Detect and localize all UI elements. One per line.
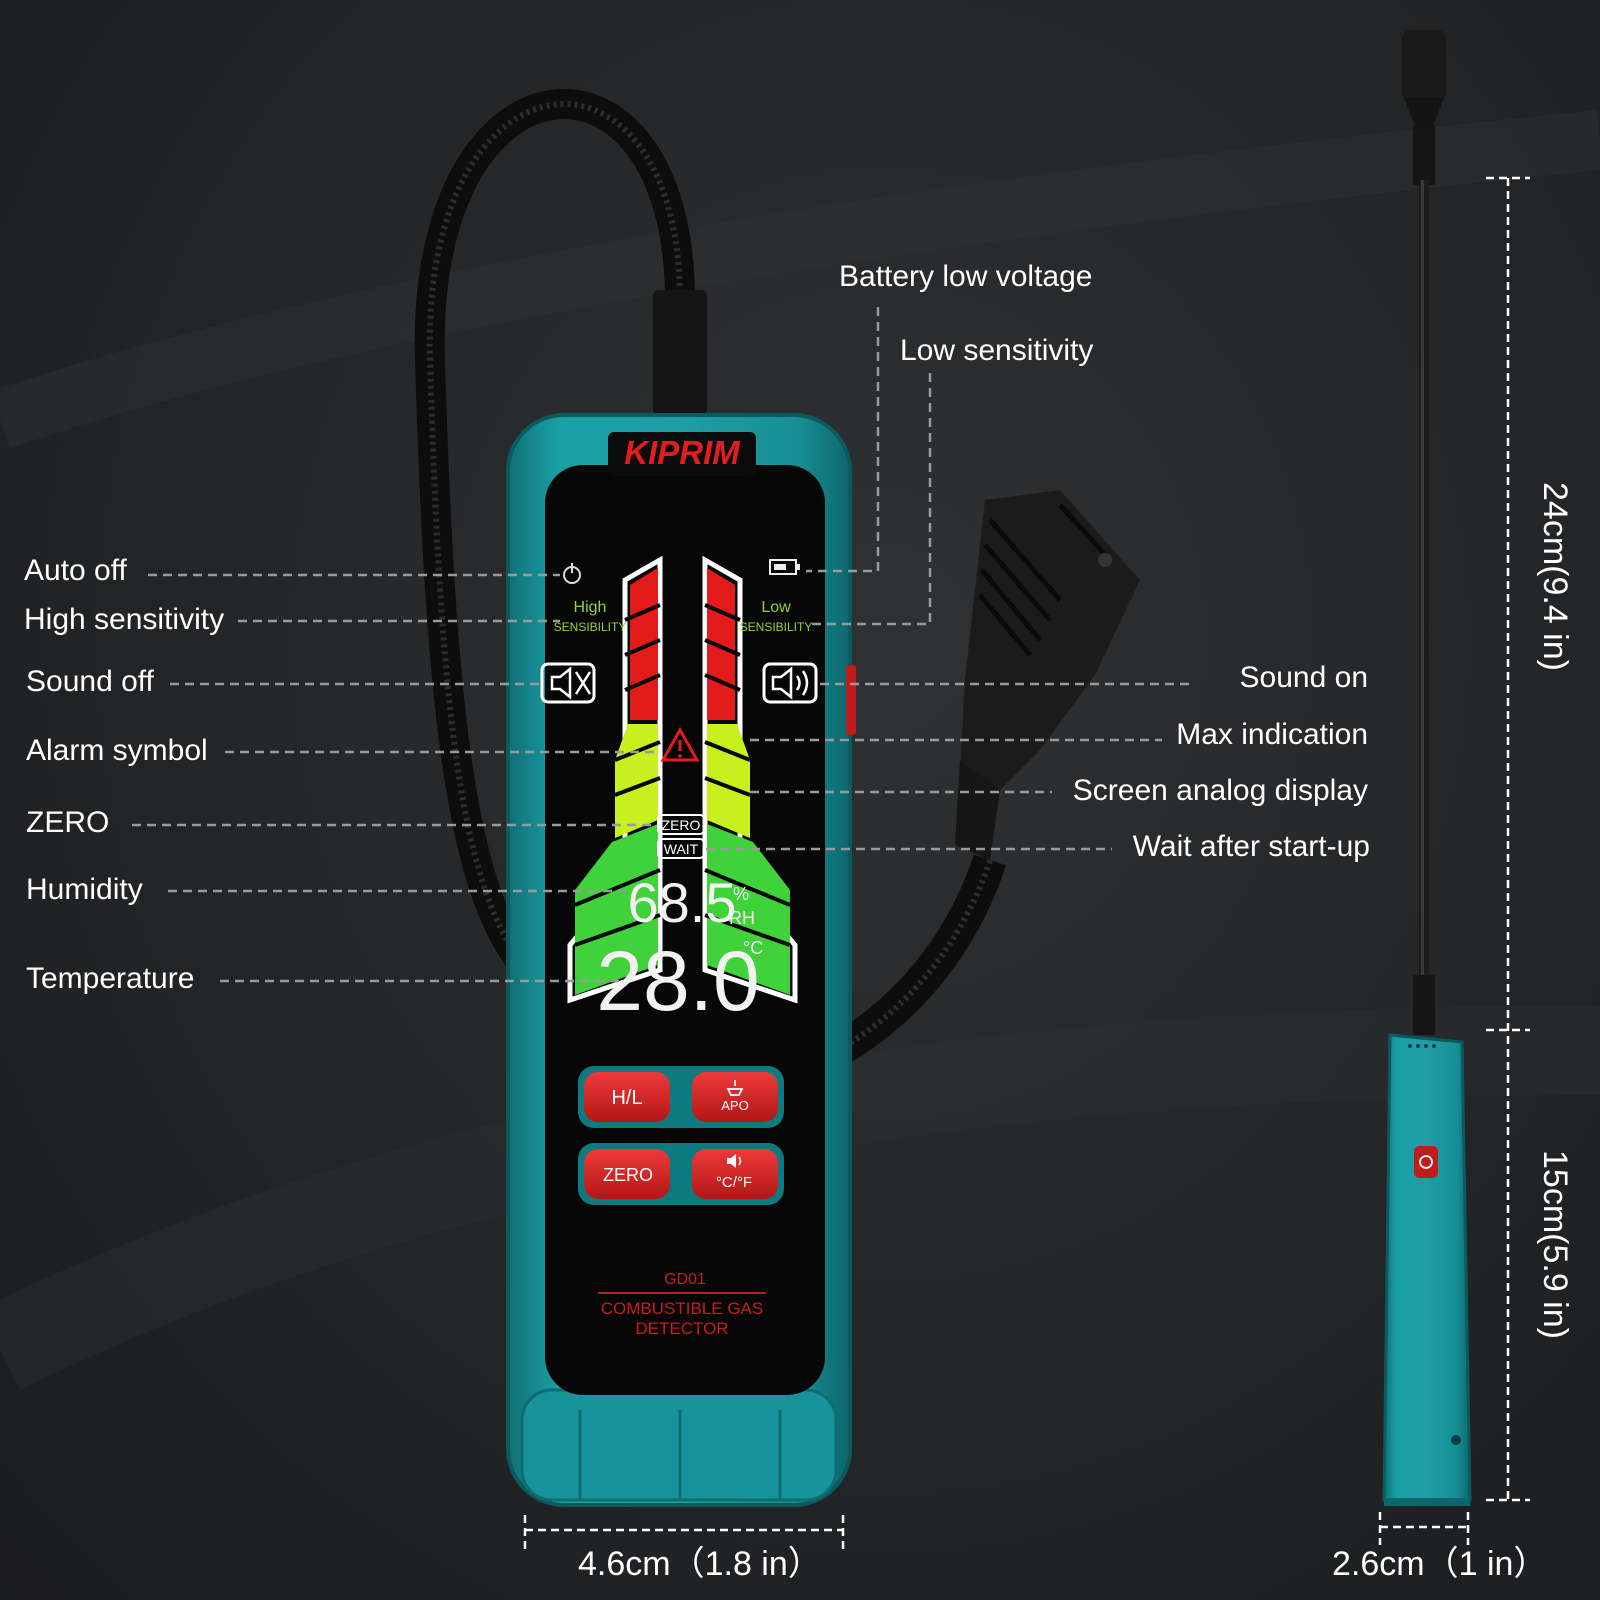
wait-indicator: WAIT <box>664 841 699 857</box>
callout-humidity: Humidity <box>26 873 143 906</box>
alarm-triangle-icon <box>660 726 700 762</box>
side-button <box>846 665 856 735</box>
cf-button[interactable]: °C/°F <box>716 1174 752 1191</box>
callout-sound-on: Sound on <box>1239 661 1368 694</box>
battery-icon <box>769 559 800 575</box>
humidity-unit-rh: RH <box>729 908 755 928</box>
side-view-device <box>1382 30 1472 1506</box>
low-label: Low <box>761 599 791 616</box>
model-label: GD01 <box>664 1271 706 1288</box>
background-swoosh <box>0 110 1600 449</box>
sound-on-icon <box>762 662 818 704</box>
cf-button-shape <box>692 1149 778 1199</box>
hl-button-shape <box>584 1072 670 1122</box>
product-name-line2: DETECTOR <box>635 1319 728 1338</box>
brand-logo: KIPRIM <box>624 434 741 471</box>
wait-tag-frame <box>657 838 705 859</box>
dimension-depth: 2.6cm（1 in） <box>1332 1545 1548 1583</box>
zero-button-shape <box>584 1149 670 1199</box>
zero-tag-frame <box>657 814 705 835</box>
high-label: High <box>574 599 607 616</box>
temperature-readout: 28.0 <box>596 934 760 1028</box>
hl-button[interactable]: H/L <box>611 1087 642 1109</box>
apo-icon <box>726 1080 744 1096</box>
hose-collar <box>653 290 707 415</box>
speaker-mini-icon <box>727 1154 742 1168</box>
side-power-button <box>1414 1146 1438 1178</box>
callout-high-sensitivity: High sensitivity <box>24 603 225 636</box>
humidity-readout: 68.5 <box>628 871 737 934</box>
dimension-probe-length: 24cm(9.4 in) <box>1536 482 1574 671</box>
dimension-body-length: 15cm(5.9 in) <box>1536 1150 1574 1339</box>
zero-button[interactable]: ZERO <box>603 1165 653 1185</box>
zero-indicator: ZERO <box>662 817 701 833</box>
product-name-line1: COMBUSTIBLE GAS <box>601 1299 763 1318</box>
temperature-unit: °C <box>743 938 763 958</box>
high-sensibility-label: SENSIBILITY <box>554 620 627 634</box>
dimension-lines <box>523 176 1530 1550</box>
callout-battery-low-voltage: Battery low voltage <box>839 260 1093 293</box>
callout-zero: ZERO <box>26 806 110 839</box>
callout-screen-analog-display: Screen analog display <box>1072 774 1368 807</box>
callout-alarm-symbol: Alarm symbol <box>26 734 208 767</box>
power-icon <box>563 563 581 584</box>
sensor-probe-head <box>955 490 1140 860</box>
callout-sound-off: Sound off <box>26 665 154 698</box>
sound-off-icon <box>540 662 596 704</box>
callout-leader-lines <box>132 307 1195 983</box>
apo-button-shape <box>692 1072 778 1122</box>
humidity-unit-percent: % <box>733 884 749 904</box>
callout-wait-after-start-up: Wait after start-up <box>1132 830 1370 863</box>
dimension-width: 4.6cm（1.8 in） <box>578 1545 822 1583</box>
callout-auto-off: Auto off <box>24 554 127 587</box>
low-sensibility-label: SENSIBILITY <box>740 620 813 634</box>
screen-analog-display <box>567 555 798 1004</box>
apo-button[interactable]: APO <box>721 1098 748 1113</box>
callout-temperature: Temperature <box>26 962 195 995</box>
callout-low-sensitivity: Low sensitivity <box>900 334 1094 367</box>
callout-max-indication: Max indication <box>1176 718 1368 751</box>
